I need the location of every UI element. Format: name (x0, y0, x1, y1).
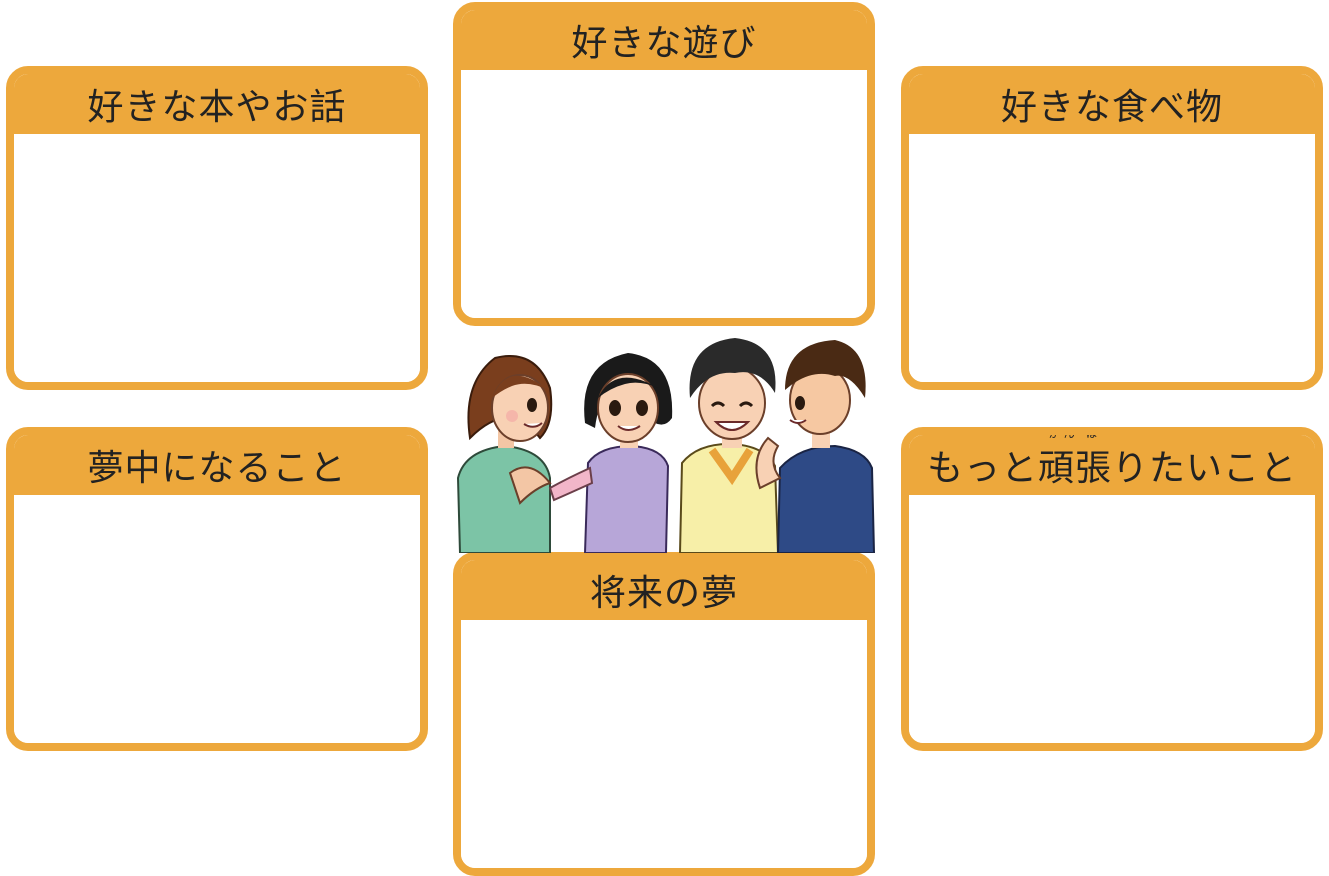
effort-title-kanji: 頑張 (1037, 448, 1112, 489)
effort-goals-title: もっとがん ば頑張りたいこと (909, 435, 1315, 495)
favorite-food-card: 好きな食べ物 (901, 66, 1323, 390)
favorite-play-title: 好きな遊び (461, 10, 867, 70)
boy-navy-figure (755, 340, 876, 553)
favorite-books-answer-area[interactable] (14, 134, 420, 382)
effort-title-after: りたいこと (1112, 448, 1298, 489)
children-illustration (456, 338, 876, 553)
favorite-play-card: 好きな遊び (453, 2, 875, 326)
effort-goals-answer-area[interactable] (909, 495, 1315, 743)
effort-title-ruby: がん ば頑張 (1037, 435, 1112, 491)
effort-goals-card: もっとがん ば頑張りたいこと (901, 427, 1323, 751)
boy-yellow-figure (678, 338, 780, 553)
favorite-books-card: 好きな本やお話 (6, 66, 428, 390)
favorite-food-answer-area[interactable] (909, 134, 1315, 382)
passion-answer-area[interactable] (14, 495, 420, 743)
favorite-books-title: 好きな本やお話 (14, 74, 420, 134)
effort-title-before: もっと (926, 448, 1038, 489)
favorite-play-answer-area[interactable] (461, 70, 867, 318)
favorite-food-title: 好きな食べ物 (909, 74, 1315, 134)
girl-green-figure (456, 355, 553, 553)
effort-title-furigana: がん ば (1048, 427, 1102, 440)
girl-lavender-figure (548, 353, 673, 553)
future-dream-answer-area[interactable] (461, 620, 867, 868)
future-dream-card: 将来の夢 (453, 552, 875, 876)
passion-title: 夢中になること (14, 435, 420, 495)
passion-card: 夢中になること (6, 427, 428, 751)
future-dream-title: 将来の夢 (461, 560, 867, 620)
